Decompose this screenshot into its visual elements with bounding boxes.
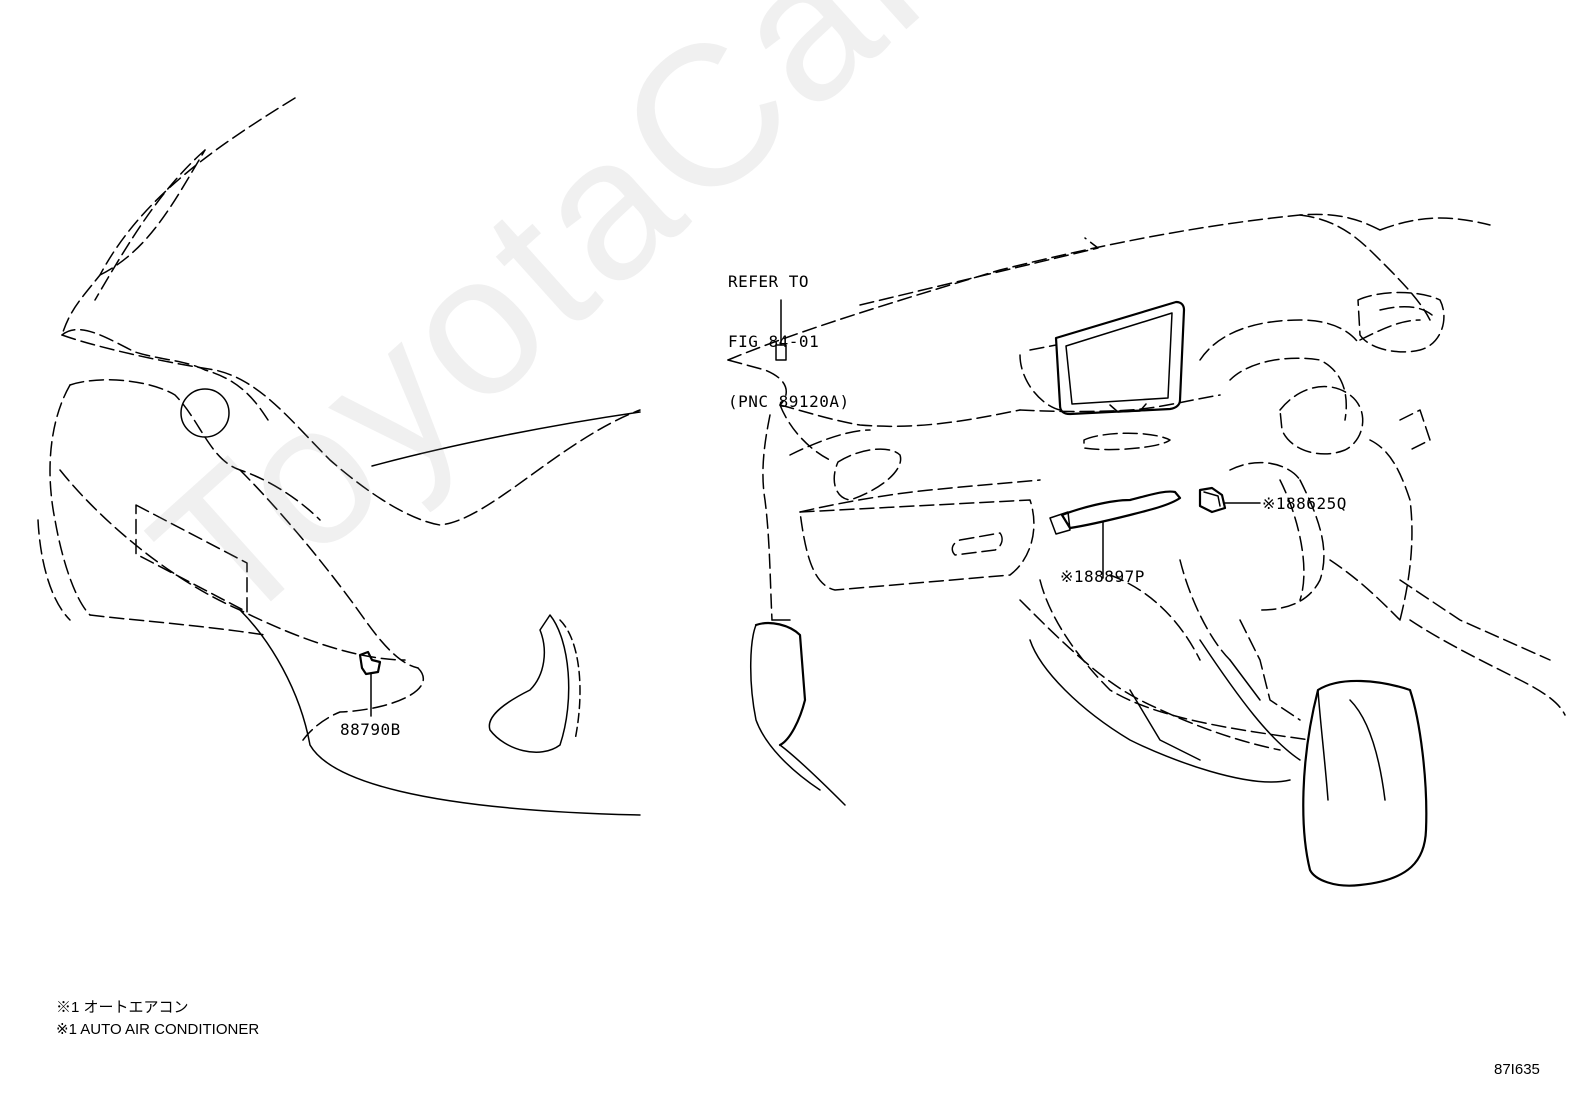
refer-to-label: REFER TO FIG 84-01 (PNC 89120A) [728,232,850,432]
dashboard-drawing [727,213,1566,887]
part-88897p-label: ※188897P [1060,567,1145,586]
note-line-2: ※1 AUTO AIR CONDITIONER [56,1021,260,1038]
refer-line-2: FIG 84-01 [728,332,820,351]
refer-line-3: (PNC 89120A) [728,392,850,411]
figure-id: 87I635 [1494,1061,1540,1078]
part-88790b-label: 88790B [340,720,401,739]
refer-line-1: REFER TO [728,272,810,291]
car-front-drawing [37,97,641,816]
part-88625q-label: ※188625Q [1262,494,1347,513]
note-line-1: ※1 オートエアコン [56,999,189,1016]
